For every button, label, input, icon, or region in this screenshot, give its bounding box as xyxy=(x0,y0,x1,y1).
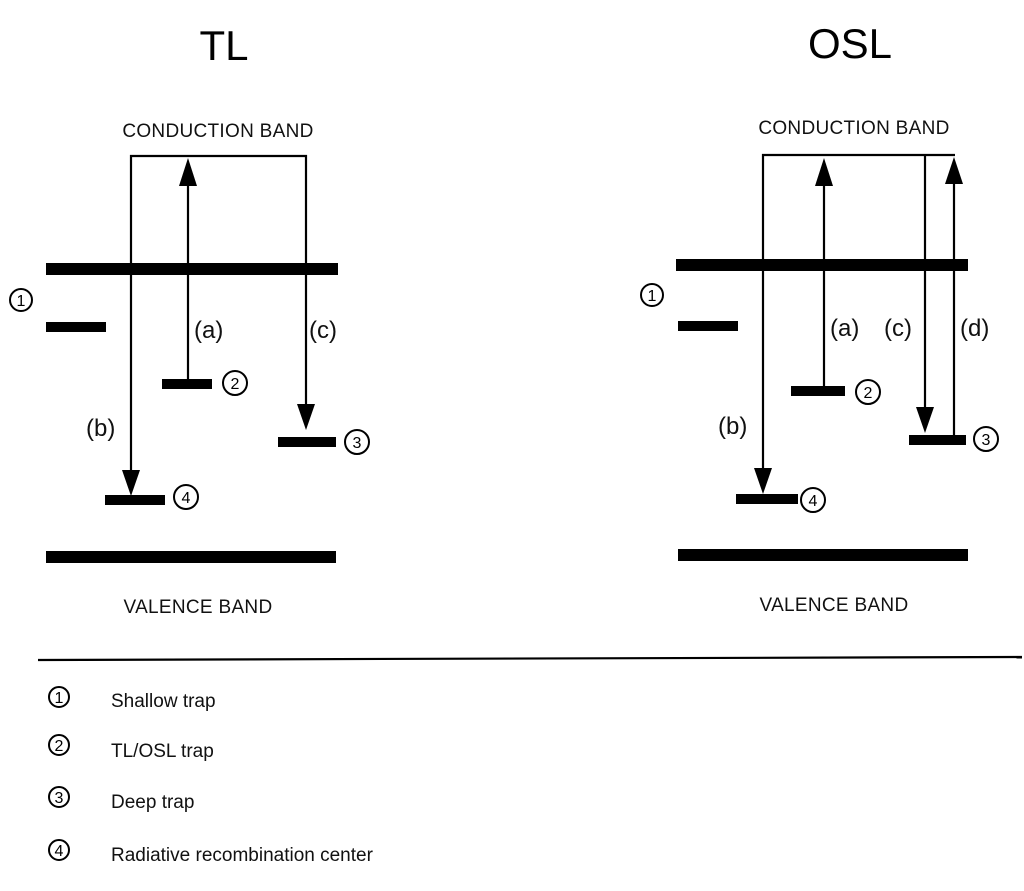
osl-marker-3: 3 xyxy=(973,426,999,452)
tl-marker-1: 1 xyxy=(9,288,33,312)
svg-text:3: 3 xyxy=(982,432,991,449)
tl-transition-b-c-path xyxy=(129,154,308,484)
legend-item-tl-osl-trap: 2 TL/OSL trap xyxy=(48,734,214,762)
osl-arrow-c-down xyxy=(916,407,934,433)
legend-label-recombination-center: Radiative recombination center xyxy=(111,845,374,866)
osl-label-d: (d) xyxy=(960,315,989,342)
osl-label-c: (c) xyxy=(884,315,912,342)
legend-marker-3: 3 xyxy=(55,790,64,807)
osl-arrow-b-down xyxy=(754,468,772,494)
svg-text:4: 4 xyxy=(809,493,818,510)
osl-shallow-trap-level xyxy=(678,321,738,331)
tl-label-b: (b) xyxy=(86,415,115,442)
osl-osl-trap-level xyxy=(791,386,845,396)
legend-marker-4: 4 xyxy=(55,843,64,860)
osl-marker-1: 1 xyxy=(640,283,664,307)
legend-marker-1: 1 xyxy=(55,690,64,707)
tl-conduction-band xyxy=(46,263,338,275)
tl-recombination-center-level xyxy=(105,495,165,505)
svg-text:1: 1 xyxy=(17,293,26,310)
osl-recombination-center-level xyxy=(736,494,798,504)
osl-marker-4: 4 xyxy=(800,487,826,513)
tl-marker-4: 4 xyxy=(173,484,199,510)
tl-osl-trap-level xyxy=(162,379,212,389)
svg-text:1: 1 xyxy=(648,288,657,305)
osl-label-b: (b) xyxy=(718,413,747,440)
osl-panel: OSL CONDUCTION BAND (a) (b) (c) (d) 1 2 xyxy=(640,20,999,616)
legend-label-shallow-trap: Shallow trap xyxy=(111,691,216,712)
legend-item-deep-trap: 3 Deep trap xyxy=(48,786,194,813)
tl-deep-trap-level xyxy=(278,437,336,447)
osl-arrow-a-up xyxy=(815,158,833,186)
svg-text:3: 3 xyxy=(353,435,362,452)
tl-arrow-a-up xyxy=(179,158,197,186)
svg-text:2: 2 xyxy=(231,376,240,393)
svg-text:2: 2 xyxy=(864,385,873,402)
osl-conduction-band xyxy=(676,259,968,271)
tl-arrow-b-down xyxy=(122,470,140,496)
tl-conduction-band-label: CONDUCTION BAND xyxy=(122,121,313,142)
tl-title: TL xyxy=(199,22,248,69)
osl-transition-b-path xyxy=(761,153,955,482)
legend-divider xyxy=(37,655,1023,662)
osl-marker-2: 2 xyxy=(855,379,881,405)
legend: 1 Shallow trap 2 TL/OSL trap 3 Deep trap… xyxy=(48,686,374,866)
legend-marker-2: 2 xyxy=(55,738,64,755)
legend-item-recombination-center: 4 Radiative recombination center xyxy=(48,839,374,866)
tl-label-a: (a) xyxy=(194,317,223,344)
osl-arrow-d-up xyxy=(945,157,963,184)
tl-arrow-c-down xyxy=(297,404,315,430)
tl-valence-band xyxy=(46,551,336,563)
osl-valence-band-label: VALENCE BAND xyxy=(760,595,909,616)
osl-deep-trap-level xyxy=(909,435,966,445)
osl-valence-band xyxy=(678,549,968,561)
legend-label-deep-trap: Deep trap xyxy=(111,792,194,813)
osl-label-a: (a) xyxy=(830,315,859,342)
osl-conduction-band-label: CONDUCTION BAND xyxy=(758,118,949,139)
svg-text:4: 4 xyxy=(182,490,191,507)
legend-item-shallow-trap: 1 Shallow trap xyxy=(48,686,216,712)
tl-panel: TL CONDUCTION BAND (a) (b) (c) 1 2 xyxy=(9,22,370,618)
tl-label-c: (c) xyxy=(309,317,337,344)
tl-marker-3: 3 xyxy=(344,429,370,455)
tl-marker-2: 2 xyxy=(222,370,248,396)
legend-label-tl-osl-trap: TL/OSL trap xyxy=(111,741,214,762)
tl-valence-band-label: VALENCE BAND xyxy=(124,597,273,618)
osl-title: OSL xyxy=(808,20,892,67)
tl-shallow-trap-level xyxy=(46,322,106,332)
